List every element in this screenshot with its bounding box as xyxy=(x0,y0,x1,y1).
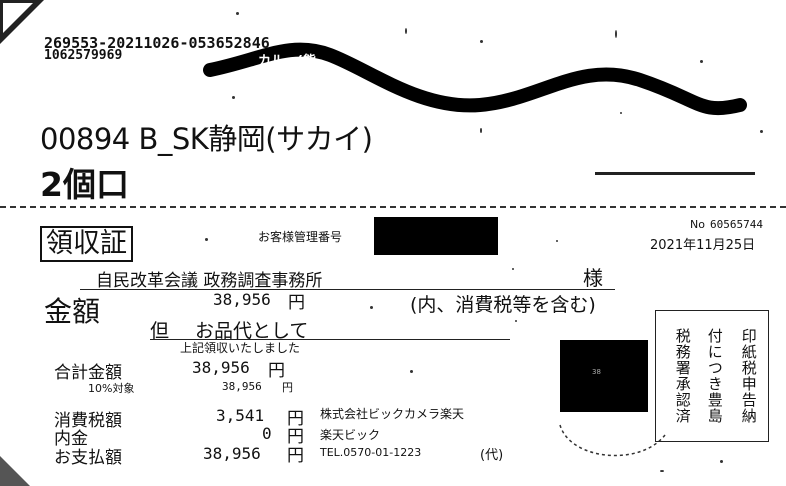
scan-speck xyxy=(410,370,413,373)
scan-speck xyxy=(556,240,558,242)
customer-id-label: お客様管理番号 xyxy=(258,230,343,244)
seal-stamp xyxy=(560,340,648,412)
amount-value: 38,956 xyxy=(213,290,271,309)
ten-percent-value: 38,956 xyxy=(222,380,262,393)
payment-unit: 円 xyxy=(287,446,304,466)
scan-speck xyxy=(615,30,617,38)
tax-stamp-col2: 付につき豊島 xyxy=(705,328,724,424)
receipt-date: 2021年11月25日 xyxy=(650,238,756,253)
seal-stamp-number: 38 xyxy=(592,368,601,376)
tax-stamp-box xyxy=(655,310,769,442)
deposit-value: 0 xyxy=(262,424,272,443)
received-note: 上記領収いたしました xyxy=(180,341,301,355)
purpose-prefix: 但 xyxy=(150,320,170,342)
purpose-underline xyxy=(150,339,510,340)
receipt-number: 60565744 xyxy=(710,218,763,231)
customer-id-redaction xyxy=(374,217,498,255)
ten-percent-unit: 円 xyxy=(282,381,293,394)
scan-speck xyxy=(232,96,235,99)
seal-circle-outline xyxy=(559,424,666,457)
folded-corner-inner xyxy=(3,3,33,33)
header-right-line xyxy=(595,172,755,175)
route-code: 00894 B_SK静岡(サカイ) xyxy=(40,122,373,156)
consumption-tax-unit: 円 xyxy=(287,409,304,429)
receipt-number-label: No xyxy=(690,218,705,231)
package-count: 2個口 xyxy=(40,165,129,204)
recipient-name: 自民改革会議 政務調査事務所 xyxy=(96,271,323,291)
payment-value: 38,956 xyxy=(203,444,261,463)
scan-speck xyxy=(205,238,208,241)
deposit-unit: 円 xyxy=(287,427,304,447)
scan-speck xyxy=(700,60,703,63)
company-brand: 楽天ビック xyxy=(320,428,381,442)
folded-corner-bottom-left xyxy=(0,456,30,486)
scan-speck xyxy=(660,470,664,472)
company-tel: TEL.0570-01-1223 xyxy=(320,446,422,459)
scan-speck xyxy=(370,306,373,309)
total-value: 38,956 xyxy=(192,358,250,377)
purpose-text: お品代として xyxy=(195,320,309,342)
tracking-code: 269553-20211026-053652846 xyxy=(44,34,270,52)
scan-speck xyxy=(480,40,483,43)
scan-speck xyxy=(515,320,517,322)
amount-yen: 円 xyxy=(288,293,305,313)
carrier-mark: カルー(熊 xyxy=(258,54,316,69)
scan-speck xyxy=(236,12,239,15)
scan-speck xyxy=(720,460,723,463)
payment-label: お支払額 xyxy=(54,448,122,468)
scan-speck xyxy=(620,112,622,114)
total-label: 合計金額 xyxy=(54,363,122,383)
tax-stamp-col3: 税務署承認済 xyxy=(673,328,692,424)
tax-stamp-col1: 印紙税申告納 xyxy=(739,328,758,424)
tax-included-note: (内、消費税等を含む) xyxy=(410,294,596,316)
scan-speck xyxy=(480,128,482,133)
amount-label: 金額 xyxy=(44,295,101,328)
receipt-title: 領収証 xyxy=(40,226,133,262)
honorific: 様 xyxy=(583,266,603,290)
tracking-code-2: 1062579969 xyxy=(44,48,123,63)
recipient-underline xyxy=(80,289,615,290)
scan-speck xyxy=(405,28,407,34)
scan-speck xyxy=(512,268,514,270)
deposit-label: 内金 xyxy=(54,429,88,449)
scan-speck xyxy=(760,130,763,133)
consumption-tax-label: 消費税額 xyxy=(54,411,122,431)
total-unit: 円 xyxy=(268,361,285,381)
tear-line xyxy=(0,206,786,208)
marker-scribble xyxy=(203,42,747,116)
ten-percent-label: 10%対象 xyxy=(88,382,135,395)
consumption-tax-value: 3,541 xyxy=(216,406,265,425)
company-name: 株式会社ビックカメラ楽天 xyxy=(320,407,465,421)
company-tel-dai: (代) xyxy=(480,448,504,463)
